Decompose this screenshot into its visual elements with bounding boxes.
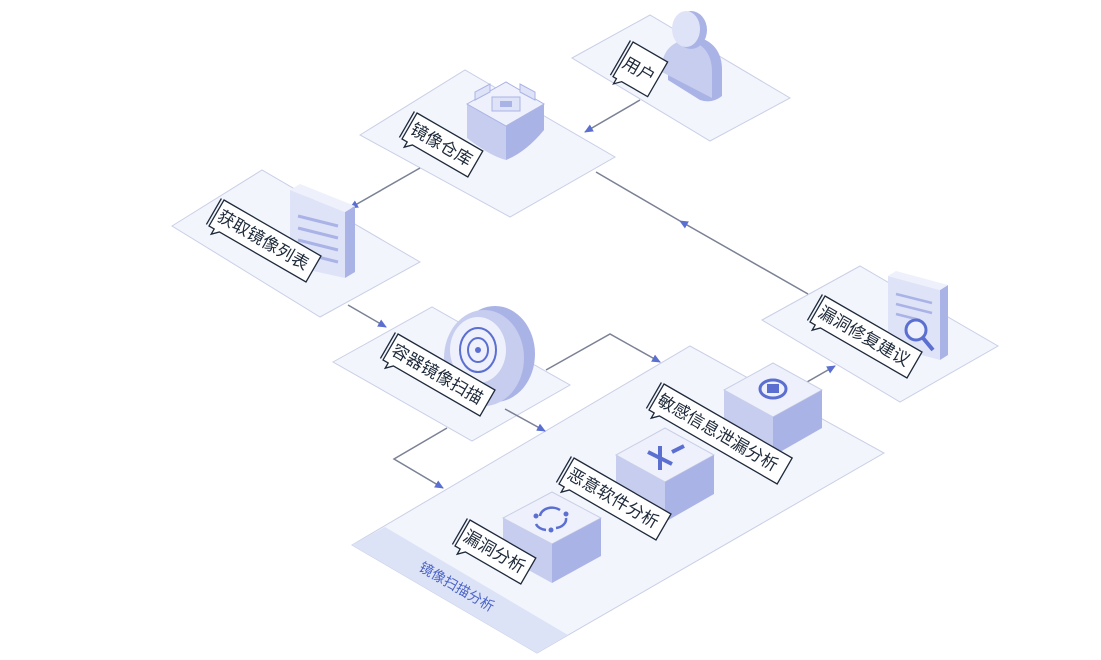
arrow-registry-to-list	[349, 167, 421, 209]
report-magnifier-icon	[888, 271, 948, 360]
vuln-cube-icon	[501, 491, 603, 583]
arrow-scanner-to-zone-a	[545, 333, 661, 371]
arrow-user-to-registry	[584, 99, 641, 133]
connectors	[347, 99, 836, 489]
arrow-advice-to-registry	[679, 220, 809, 295]
arrow-scanner-to-zone-b	[504, 408, 546, 432]
line-registry-return	[595, 171, 681, 222]
user-label-callout: 用户	[609, 40, 669, 98]
arrow-list-to-scanner	[347, 304, 387, 328]
analysis-zone-band	[352, 527, 568, 653]
user-icon	[662, 11, 722, 102]
arrow-scanner-to-zone-c	[392, 427, 448, 489]
malware-cube-icon	[614, 427, 716, 522]
castle-icon	[465, 81, 545, 160]
